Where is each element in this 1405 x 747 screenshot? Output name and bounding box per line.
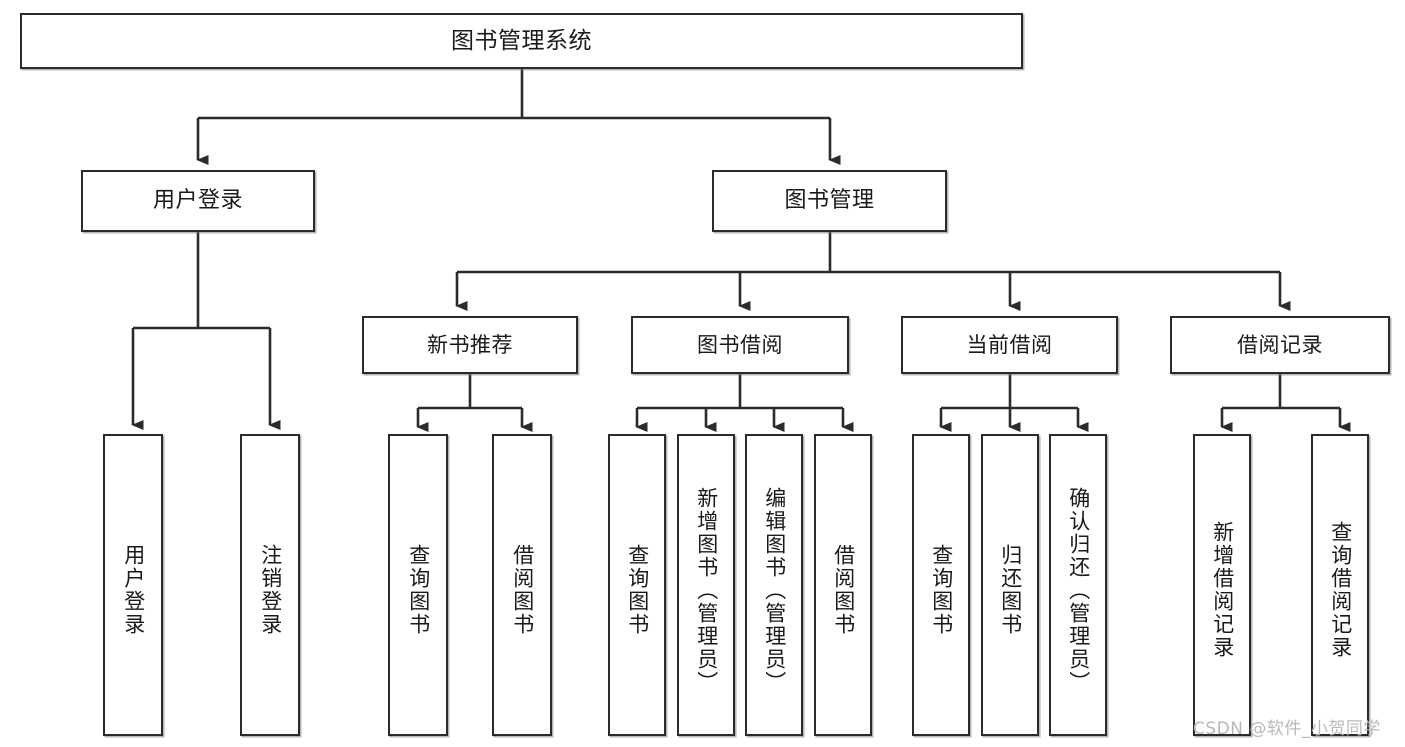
node-leaf-query-book-borrow[interactable]: 查询图书 [608, 434, 666, 736]
node-borrow-record[interactable]: 借阅记录 [1170, 316, 1390, 374]
node-label: 新书推荐 [427, 332, 513, 357]
node-label: 查询图书 [406, 544, 431, 636]
node-label: 新增图书（管理员） [694, 486, 719, 694]
node-label: 图书管理系统 [451, 27, 592, 54]
node-leaf-add-book-admin[interactable]: 新增图书（管理员） [677, 434, 735, 736]
node-leaf-logout[interactable]: 注销登录 [240, 434, 300, 736]
node-label: 查询借阅记录 [1328, 521, 1353, 659]
node-label: 编辑图书（管理员） [762, 486, 787, 694]
node-label: 用户登录 [121, 544, 146, 636]
node-book-borrow[interactable]: 图书借阅 [631, 316, 849, 374]
node-current-borrow[interactable]: 当前借阅 [901, 316, 1118, 374]
node-leaf-add-borrow-record[interactable]: 新增借阅记录 [1193, 434, 1251, 736]
node-label: 查询图书 [625, 544, 650, 636]
node-label: 确认归还（管理员） [1066, 486, 1091, 694]
node-label: 用户登录 [152, 188, 243, 214]
node-user-login[interactable]: 用户登录 [81, 170, 315, 232]
node-label: 新增借阅记录 [1210, 521, 1235, 659]
node-leaf-query-book-current[interactable]: 查询图书 [912, 434, 970, 736]
node-label: 归还图书 [998, 544, 1023, 636]
node-label: 借阅图书 [510, 544, 535, 636]
node-label: 注销登录 [258, 544, 283, 636]
node-label: 当前借阅 [966, 332, 1053, 357]
node-label: 图书管理 [784, 188, 875, 214]
node-new-book-recommend[interactable]: 新书推荐 [362, 316, 578, 374]
node-leaf-borrow-book[interactable]: 借阅图书 [814, 434, 872, 736]
node-leaf-borrow-book-recommend[interactable]: 借阅图书 [492, 434, 552, 736]
node-leaf-edit-book-admin[interactable]: 编辑图书（管理员） [745, 434, 803, 736]
node-leaf-query-borrow-record[interactable]: 查询借阅记录 [1311, 434, 1369, 736]
node-book-management[interactable]: 图书管理 [712, 170, 947, 232]
node-label: 借阅记录 [1237, 332, 1323, 357]
node-leaf-confirm-return-admin[interactable]: 确认归还（管理员） [1049, 434, 1107, 736]
csdn-watermark: CSDN @软件_小贺同学 [1193, 719, 1381, 739]
node-leaf-return-book[interactable]: 归还图书 [981, 434, 1039, 736]
node-label: 图书借阅 [697, 332, 783, 357]
node-root-book-management-system[interactable]: 图书管理系统 [20, 13, 1023, 69]
node-label: 借阅图书 [831, 544, 856, 636]
node-label: 查询图书 [929, 544, 954, 636]
node-leaf-query-book-recommend[interactable]: 查询图书 [388, 434, 448, 736]
node-leaf-user-login[interactable]: 用户登录 [103, 434, 163, 736]
